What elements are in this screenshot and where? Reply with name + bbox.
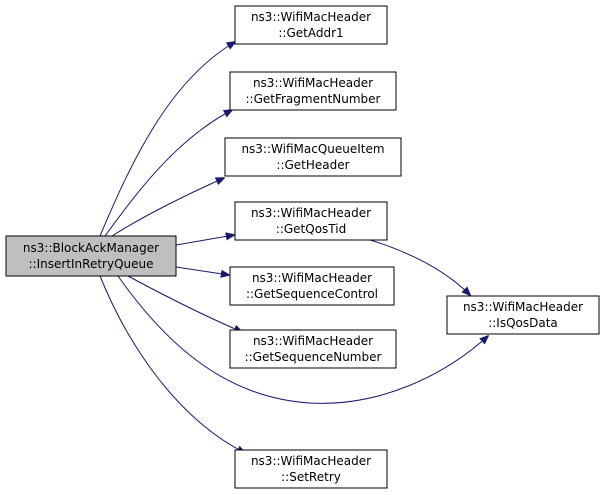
node-isqosdata[interactable]: ns3::WifiMacHeader ::IsQosData — [446, 295, 600, 335]
node-getsequencecontrol[interactable]: ns3::WifiMacHeader ::GetSequenceControl — [229, 266, 395, 306]
node-getaddr1[interactable]: ns3::WifiMacHeader ::GetAddr1 — [234, 5, 388, 45]
node-line-2: ::GetFragmentNumber — [246, 92, 381, 106]
node-line-2: ::GetHeader — [276, 158, 349, 172]
edge-insert-to-getaddr1 — [99, 42, 235, 237]
node-line-2: ::GetSequenceControl — [246, 287, 378, 301]
node-line-1: ns3::WifiMacHeader — [251, 454, 371, 468]
node-line-2: ::GetAddr1 — [278, 26, 343, 40]
node-line-2: ::IsQosData — [488, 316, 558, 330]
node-line-1: ns3::WifiMacQueueItem — [241, 142, 384, 156]
edge-insert-to-getqostid — [175, 235, 234, 246]
node-line-2: ::InsertInRetryQueue — [29, 257, 154, 271]
edge-insert-to-isqosdata — [117, 275, 488, 404]
node-line-1: ns3::WifiMacHeader — [463, 300, 583, 314]
node-insertinretryqueue[interactable]: ns3::BlockAckManager ::InsertInRetryQueu… — [5, 235, 177, 277]
node-line-1: ns3::WifiMacHeader — [253, 76, 373, 90]
node-line-2: ::GetSequenceNumber — [245, 350, 382, 364]
edge-insert-to-getsequencenumber — [127, 275, 242, 332]
edge-insert-to-getsequencecontrol — [175, 266, 229, 275]
node-getsequencenumber[interactable]: ns3::WifiMacHeader ::GetSequenceNumber — [229, 329, 397, 369]
edge-insert-to-getheader — [111, 178, 224, 237]
node-getfragmentnumber[interactable]: ns3::WifiMacHeader ::GetFragmentNumber — [229, 71, 397, 111]
edges — [99, 42, 488, 453]
edge-getqostid-to-isqosdata — [366, 238, 470, 295]
node-line-1: ns3::WifiMacHeader — [251, 206, 371, 220]
node-line-1: ns3::BlockAckManager — [23, 241, 159, 255]
node-setretry[interactable]: ns3::WifiMacHeader ::SetRetry — [234, 449, 388, 489]
node-line-1: ns3::WifiMacHeader — [252, 271, 372, 285]
edge-insert-to-setretry — [99, 275, 245, 453]
node-getheader[interactable]: ns3::WifiMacQueueItem ::GetHeader — [224, 137, 402, 177]
edge-insert-to-getfragmentnumber — [104, 110, 232, 237]
node-getqostid[interactable]: ns3::WifiMacHeader ::GetQosTid — [234, 201, 388, 241]
node-line-1: ns3::WifiMacHeader — [253, 334, 373, 348]
node-line-2: ::SetRetry — [281, 470, 341, 484]
node-line-1: ns3::WifiMacHeader — [251, 10, 371, 24]
node-line-2: ::GetQosTid — [276, 222, 346, 236]
